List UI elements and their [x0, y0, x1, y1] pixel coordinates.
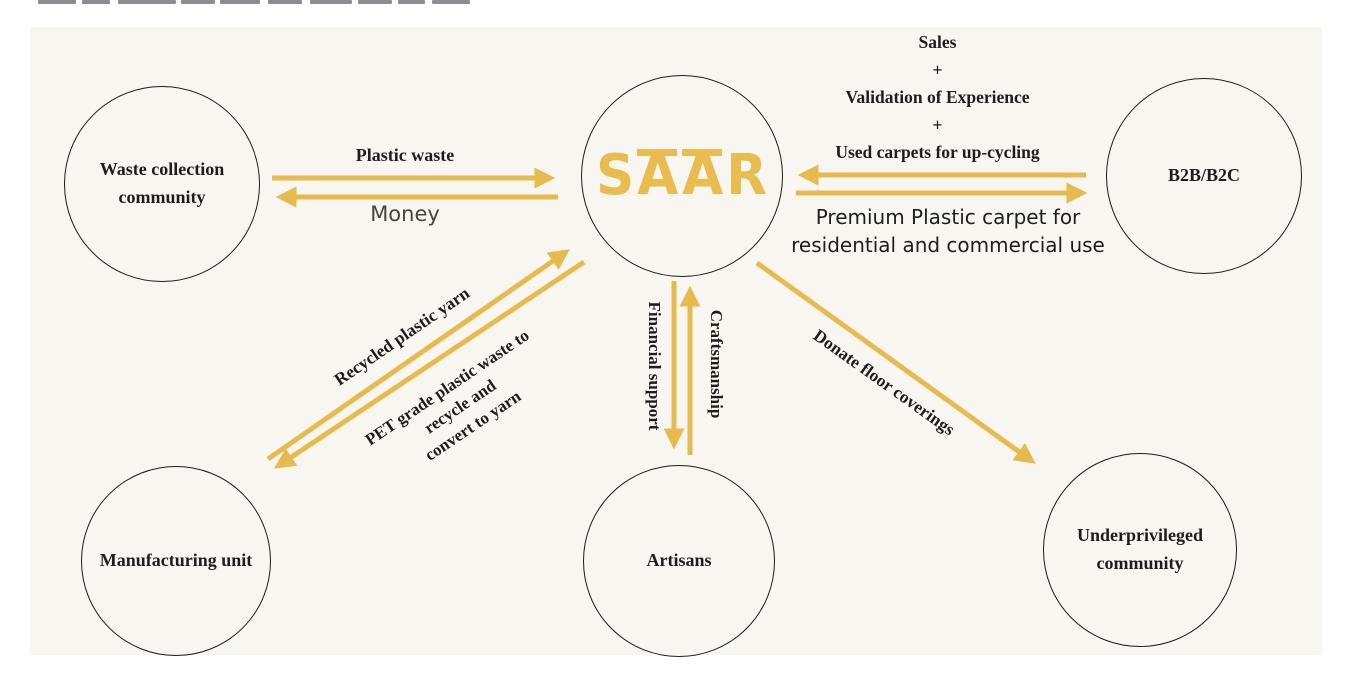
label-plastic-waste: Plastic waste — [355, 145, 455, 165]
node-manufacturing-unit: Manufacturing unit — [81, 466, 271, 656]
label-money: Money — [370, 202, 440, 226]
cropped-text-fragment — [181, 0, 215, 4]
cropped-text-fragment — [38, 0, 76, 4]
label-financial-support: Financial support — [645, 301, 664, 431]
cropped-text-fragment — [82, 0, 110, 4]
label-premium-carpet: Premium Plastic carpet for residential a… — [791, 205, 1105, 257]
node-underprivileged-community: Underprivileged community — [1043, 453, 1237, 647]
node-waste-collection-community: Waste collection community — [64, 86, 260, 282]
node-label: B2B/B2C — [1167, 165, 1241, 186]
cropped-text-fragment — [220, 0, 260, 4]
node-label: Waste collection community — [99, 159, 225, 207]
node-label: Manufacturing unit — [99, 550, 253, 571]
cropped-text-fragment — [358, 0, 392, 4]
node-label: Underprivileged community — [1077, 525, 1203, 573]
cropped-text-fragment — [432, 0, 470, 4]
node-b2b-b2c: B2B/B2C — [1106, 78, 1302, 274]
node-artisans: Artisans — [583, 465, 775, 657]
node-label: Artisans — [646, 550, 712, 571]
cropped-text-fragment — [398, 0, 425, 4]
cropped-text-fragment — [310, 0, 352, 4]
cropped-text-fragment — [118, 0, 176, 4]
label-sales-block: Sales + Validation of Experience + Used … — [835, 32, 1040, 162]
label-craftsmanship: Craftsmanship — [707, 309, 726, 419]
cropped-text-fragment — [268, 0, 302, 4]
